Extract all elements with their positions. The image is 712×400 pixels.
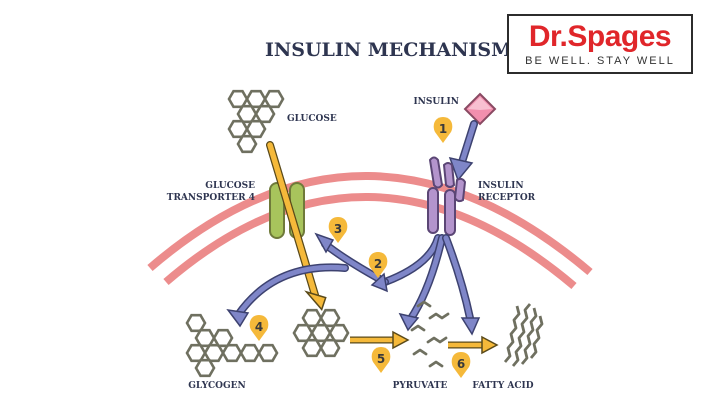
glucose-molecules-outside xyxy=(227,89,285,154)
step-number-2: 2 xyxy=(374,257,382,271)
step-number-3: 3 xyxy=(334,222,342,236)
step-number-1: 1 xyxy=(439,122,447,136)
step-number-5: 5 xyxy=(377,352,385,366)
label-glucose-transporter-line2: TRANSPORTER 4 xyxy=(167,193,255,203)
diagram-title: INSULIN MECHANISM xyxy=(265,39,512,61)
pyruvate-molecules xyxy=(410,300,450,368)
step-marker-4: 4 xyxy=(249,315,269,341)
step-number-4: 4 xyxy=(255,320,263,334)
label-insulin-receptor-line2: RECEPTOR xyxy=(478,193,536,203)
signaling-arrowheads xyxy=(226,232,481,336)
label-insulin-receptor-line1: INSULIN xyxy=(478,181,524,191)
logo-tagline: BE WELL. STAY WELL xyxy=(525,55,675,67)
signaling-arrows xyxy=(234,234,474,324)
glucose-molecules-inside xyxy=(292,308,350,358)
label-pyruvate: PYRUVATE xyxy=(393,381,448,391)
label-glucose-transporter-line1: GLUCOSE xyxy=(205,181,255,191)
conversion-arrows xyxy=(350,330,499,355)
step-marker-5: 5 xyxy=(371,347,391,373)
step-marker-6: 6 xyxy=(451,352,471,378)
insulin-molecule xyxy=(463,92,497,126)
step-number-6: 6 xyxy=(457,357,465,371)
dr-spages-logo: Dr.Spages BE WELL. STAY WELL xyxy=(507,14,693,74)
label-fatty-acid: FATTY ACID xyxy=(472,381,533,391)
label-glycogen: GLYCOGEN xyxy=(188,381,245,391)
logo-name: Dr.Spages xyxy=(528,20,672,53)
insulin-binding-arrow xyxy=(448,120,478,182)
label-glucose: GLUCOSE xyxy=(287,114,337,124)
step-marker-3: 3 xyxy=(328,217,348,243)
insulin-receptor xyxy=(427,156,467,236)
cell-membrane xyxy=(147,172,593,290)
label-insulin: INSULIN xyxy=(413,97,459,107)
step-marker-1: 1 xyxy=(433,117,453,143)
fatty-acid-chains xyxy=(503,303,544,367)
step-marker-2: 2 xyxy=(368,252,388,278)
